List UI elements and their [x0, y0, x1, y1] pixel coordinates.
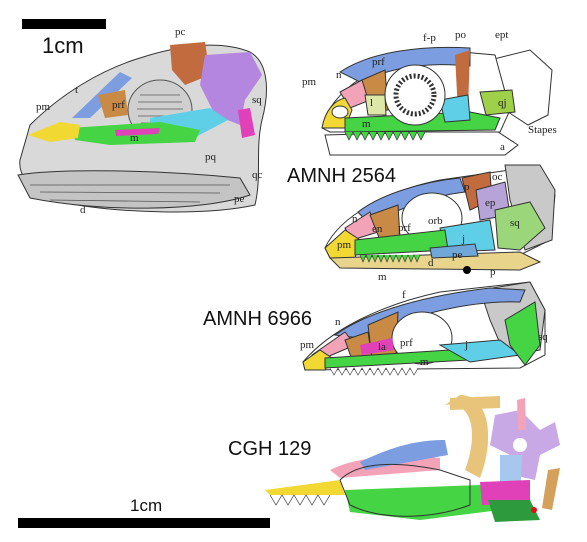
fossil-premaxilla: [28, 122, 80, 142]
label-p3-p: p: [464, 181, 470, 193]
label-p3-d: d: [428, 257, 434, 269]
label-p2-l: l: [370, 97, 373, 109]
panel-drawing-skull: [321, 46, 553, 156]
label-p4-la: la: [378, 341, 386, 353]
marker-dot: [463, 266, 471, 274]
label-p3-en: en: [372, 223, 383, 235]
scale-bar-top-label: 1cm: [42, 33, 84, 58]
panel-amnh6966-skull: [302, 281, 546, 376]
p5-foramen: [513, 438, 527, 452]
p5-orange-arch: [445, 395, 489, 478]
label-p1-d: d: [80, 204, 86, 216]
specimen-label-amnh6966: AMNH 6966: [203, 308, 312, 330]
label-p2-po: po: [455, 29, 467, 41]
label-p2-n: n: [336, 69, 342, 81]
fossil-magenta-strip: [115, 128, 160, 136]
fossil-sclerotic-lines: [137, 94, 183, 124]
label-p3-pe: pe: [452, 249, 463, 261]
fossil-lower-jaw: [17, 170, 251, 209]
label-p1-pm: pm: [36, 101, 51, 113]
fossil-prefrontal: [98, 90, 128, 118]
label-p2-a: a: [500, 141, 505, 153]
scale-bar-bottom-label: 1cm: [130, 496, 162, 515]
label-p1-qc: qc: [252, 169, 263, 181]
p5-nasal: [330, 456, 440, 478]
p5-tan-bone: [542, 468, 560, 510]
p3-squamosal: [494, 201, 546, 251]
label-p3-n: n: [352, 213, 358, 225]
label-p4-prf: prf: [400, 337, 413, 349]
p2-sclerotic-ring: [393, 73, 437, 117]
label-p1-t: t: [75, 84, 78, 96]
p2-teeth: [344, 131, 426, 141]
label-p1-pe: pe: [234, 193, 245, 205]
p5-dark-green: [488, 500, 540, 522]
label-p4-sq: sq: [538, 331, 548, 343]
p2-jugal: [439, 94, 471, 123]
label-p4-pm: pm: [300, 339, 315, 351]
panel-cgh129-skull: [265, 395, 560, 522]
label-p2-fp: f-p: [423, 32, 436, 44]
p4-teeth: [329, 367, 419, 376]
p5-orange-bar: [450, 396, 500, 410]
label-p3-ep: ep: [485, 197, 496, 209]
label-p3-sq: sq: [510, 217, 520, 229]
specimen-label-cgh129: CGH 129: [228, 438, 311, 460]
fossil-purple-bone: [200, 52, 262, 125]
label-p1-pc: pc: [175, 26, 186, 38]
label-p1-prf: prf: [112, 99, 125, 111]
label-p3-pm: pm: [337, 239, 352, 251]
label-p3-oc: oc: [492, 171, 503, 183]
label-p3-m: m: [378, 271, 387, 283]
label-p2-qj: qj: [498, 97, 507, 109]
label-p2-m: m: [362, 118, 371, 130]
p2-frontal-parietal: [339, 46, 471, 83]
label-p3-prf: prf: [398, 222, 411, 234]
p5-pink-stick: [517, 398, 526, 430]
label-p1-sq: sq: [252, 94, 262, 106]
scale-bar-top: [22, 19, 106, 29]
label-p4-j: j: [464, 339, 468, 351]
label-p2-stapes: Stapes: [528, 124, 557, 136]
label-p2-ept: ept: [495, 29, 508, 41]
p3-teeth: [359, 254, 421, 263]
label-p1-m: m: [130, 132, 139, 144]
p5-premaxilla: [265, 480, 345, 495]
p4-magenta: [360, 338, 394, 355]
p5-red-dot: [531, 507, 537, 513]
fossil-pc-bone: [170, 42, 210, 85]
p2-quadratojugal: [479, 89, 516, 116]
p4-squamosal: [504, 301, 541, 366]
panel-fossil-skull: [17, 42, 267, 213]
p5-teeth: [269, 494, 331, 506]
p3-pe: [429, 243, 479, 259]
label-p4-p: p: [490, 266, 496, 278]
label-p2-prf: prf: [372, 56, 385, 68]
specimen-label-amnh2564: AMNH 2564: [287, 165, 396, 187]
p5-frontal: [360, 440, 448, 470]
label-p2-pm: pm: [302, 76, 317, 88]
fossil-magenta-bone: [238, 108, 255, 138]
label-p3-orb: orb: [428, 215, 443, 227]
p5-magenta-block: [480, 480, 530, 505]
label-p4-n: n: [335, 316, 341, 328]
label-p1-pq: pq: [205, 151, 217, 163]
label-p4-m: m: [420, 356, 429, 368]
p2-naris: [331, 105, 349, 119]
p5-maxilla: [345, 485, 500, 520]
label-p4-f: f: [402, 289, 406, 301]
scale-bar-bottom: [18, 518, 270, 528]
fossil-jaw-lines: [30, 184, 230, 203]
p2-lacrimal: [364, 94, 387, 116]
p5-skull-outline: [339, 463, 471, 517]
label-p3-j: j: [461, 233, 465, 245]
panel-amnh2564-skull: [324, 164, 556, 271]
